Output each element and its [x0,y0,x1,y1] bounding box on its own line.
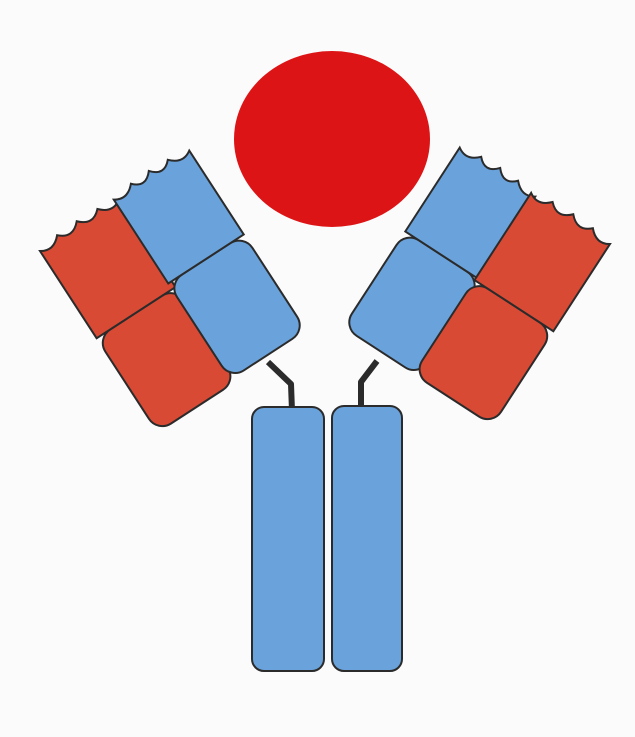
fc-right-heavy-chain [332,406,402,671]
hinge-right [361,361,377,410]
fc-left-heavy-chain [252,407,324,671]
hinge-left [268,362,292,411]
antigen-circle [234,51,430,227]
